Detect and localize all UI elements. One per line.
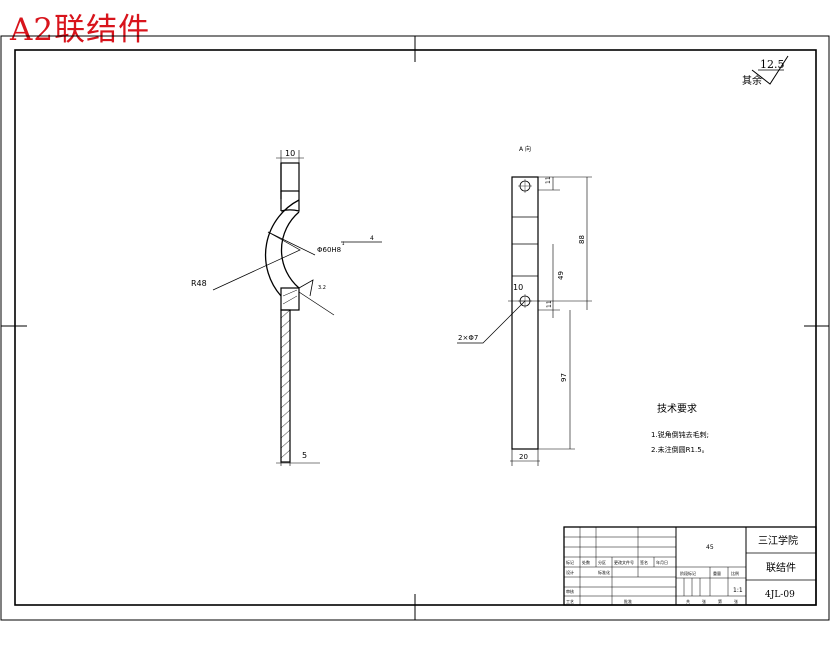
- dim-top-label: 10: [285, 149, 295, 158]
- view-label: A 向: [519, 145, 531, 153]
- section-hatch: [280, 289, 298, 459]
- tolerance-value: 4: [370, 235, 374, 242]
- tech-notes-heading: 技术要求: [657, 402, 697, 415]
- roughness-label: 其余: [742, 74, 762, 87]
- document-title: A2联结件: [10, 12, 151, 48]
- tb-label-design: 设计: [566, 569, 574, 575]
- tb-label-review: 审核: [566, 588, 574, 594]
- hole-callout: 2×Φ7: [458, 334, 478, 342]
- dim-hole-label: Φ60H8: [317, 246, 341, 254]
- tb-label-sheet-b: 张: [734, 598, 738, 604]
- tb-label-total: 共: [686, 598, 690, 604]
- roughness-symbol: 12.5 其余: [742, 55, 789, 87]
- left-view: 10 R48 Φ60H8 ↓ 4 3.2 5: [191, 149, 382, 466]
- drawing-number: 4JL-09: [765, 590, 795, 600]
- tb-label-change-doc: 更改文件号: [614, 559, 634, 565]
- dim-gap-lower: 11: [546, 300, 553, 308]
- dim-radius-label: R48: [191, 279, 207, 288]
- tb-label-process: 工艺: [566, 599, 574, 604]
- dim-lower: 97: [560, 373, 568, 382]
- tb-label-stage: 阶段标记: [680, 570, 696, 576]
- tb-label-standard: 标准化: [598, 569, 610, 575]
- dim-width: 20: [519, 453, 528, 461]
- part-name: 联结件: [766, 561, 796, 574]
- dim-top-gap: 11: [545, 176, 552, 184]
- tb-label-scale: 比例: [731, 570, 739, 576]
- roughness-small: 3.2: [318, 285, 326, 291]
- right-view: A 向: [457, 145, 592, 466]
- scale-value: 1:1: [733, 587, 743, 594]
- school-name: 三江学院: [758, 534, 798, 547]
- tb-label-date: 年月日: [656, 559, 668, 565]
- dim-span: 88: [578, 235, 586, 244]
- centering-marks: [1, 36, 829, 620]
- tb-label-zone: 分区: [598, 559, 606, 565]
- inner-frame: [14, 49, 817, 606]
- material-mark: 45: [706, 544, 714, 551]
- technical-notes: 技术要求 1.锐角倒钝去毛刺; 2.未注倒圆R1.5。: [651, 402, 709, 454]
- dim-hole-offset: 10: [513, 283, 523, 292]
- tb-label-sheet-a: 张: [702, 598, 706, 604]
- tb-label-approve: 批准: [624, 598, 632, 604]
- tb-label-number: 第: [718, 598, 722, 604]
- tech-note-2: 2.未注倒圆R1.5。: [651, 445, 709, 454]
- tb-label-sign: 签名: [640, 559, 648, 565]
- tb-label-count: 处数: [582, 559, 590, 565]
- dim-mid: 49: [557, 271, 565, 280]
- tech-note-1: 1.锐角倒钝去毛刺;: [651, 430, 709, 439]
- outer-border: [0, 35, 830, 621]
- dim-bottom-label: 5: [302, 451, 307, 460]
- tolerance-symbol: ↓: [341, 241, 345, 247]
- tb-label-weight: 重量: [713, 570, 721, 576]
- roughness-value: 12.5: [760, 58, 785, 71]
- tb-label-mark: 标记: [566, 559, 574, 565]
- title-block: [563, 526, 817, 606]
- title-block-text: 45 三江学院 联结件 4JL-09 1:1 标记 处数 分区 更改文件号 签名…: [566, 534, 798, 604]
